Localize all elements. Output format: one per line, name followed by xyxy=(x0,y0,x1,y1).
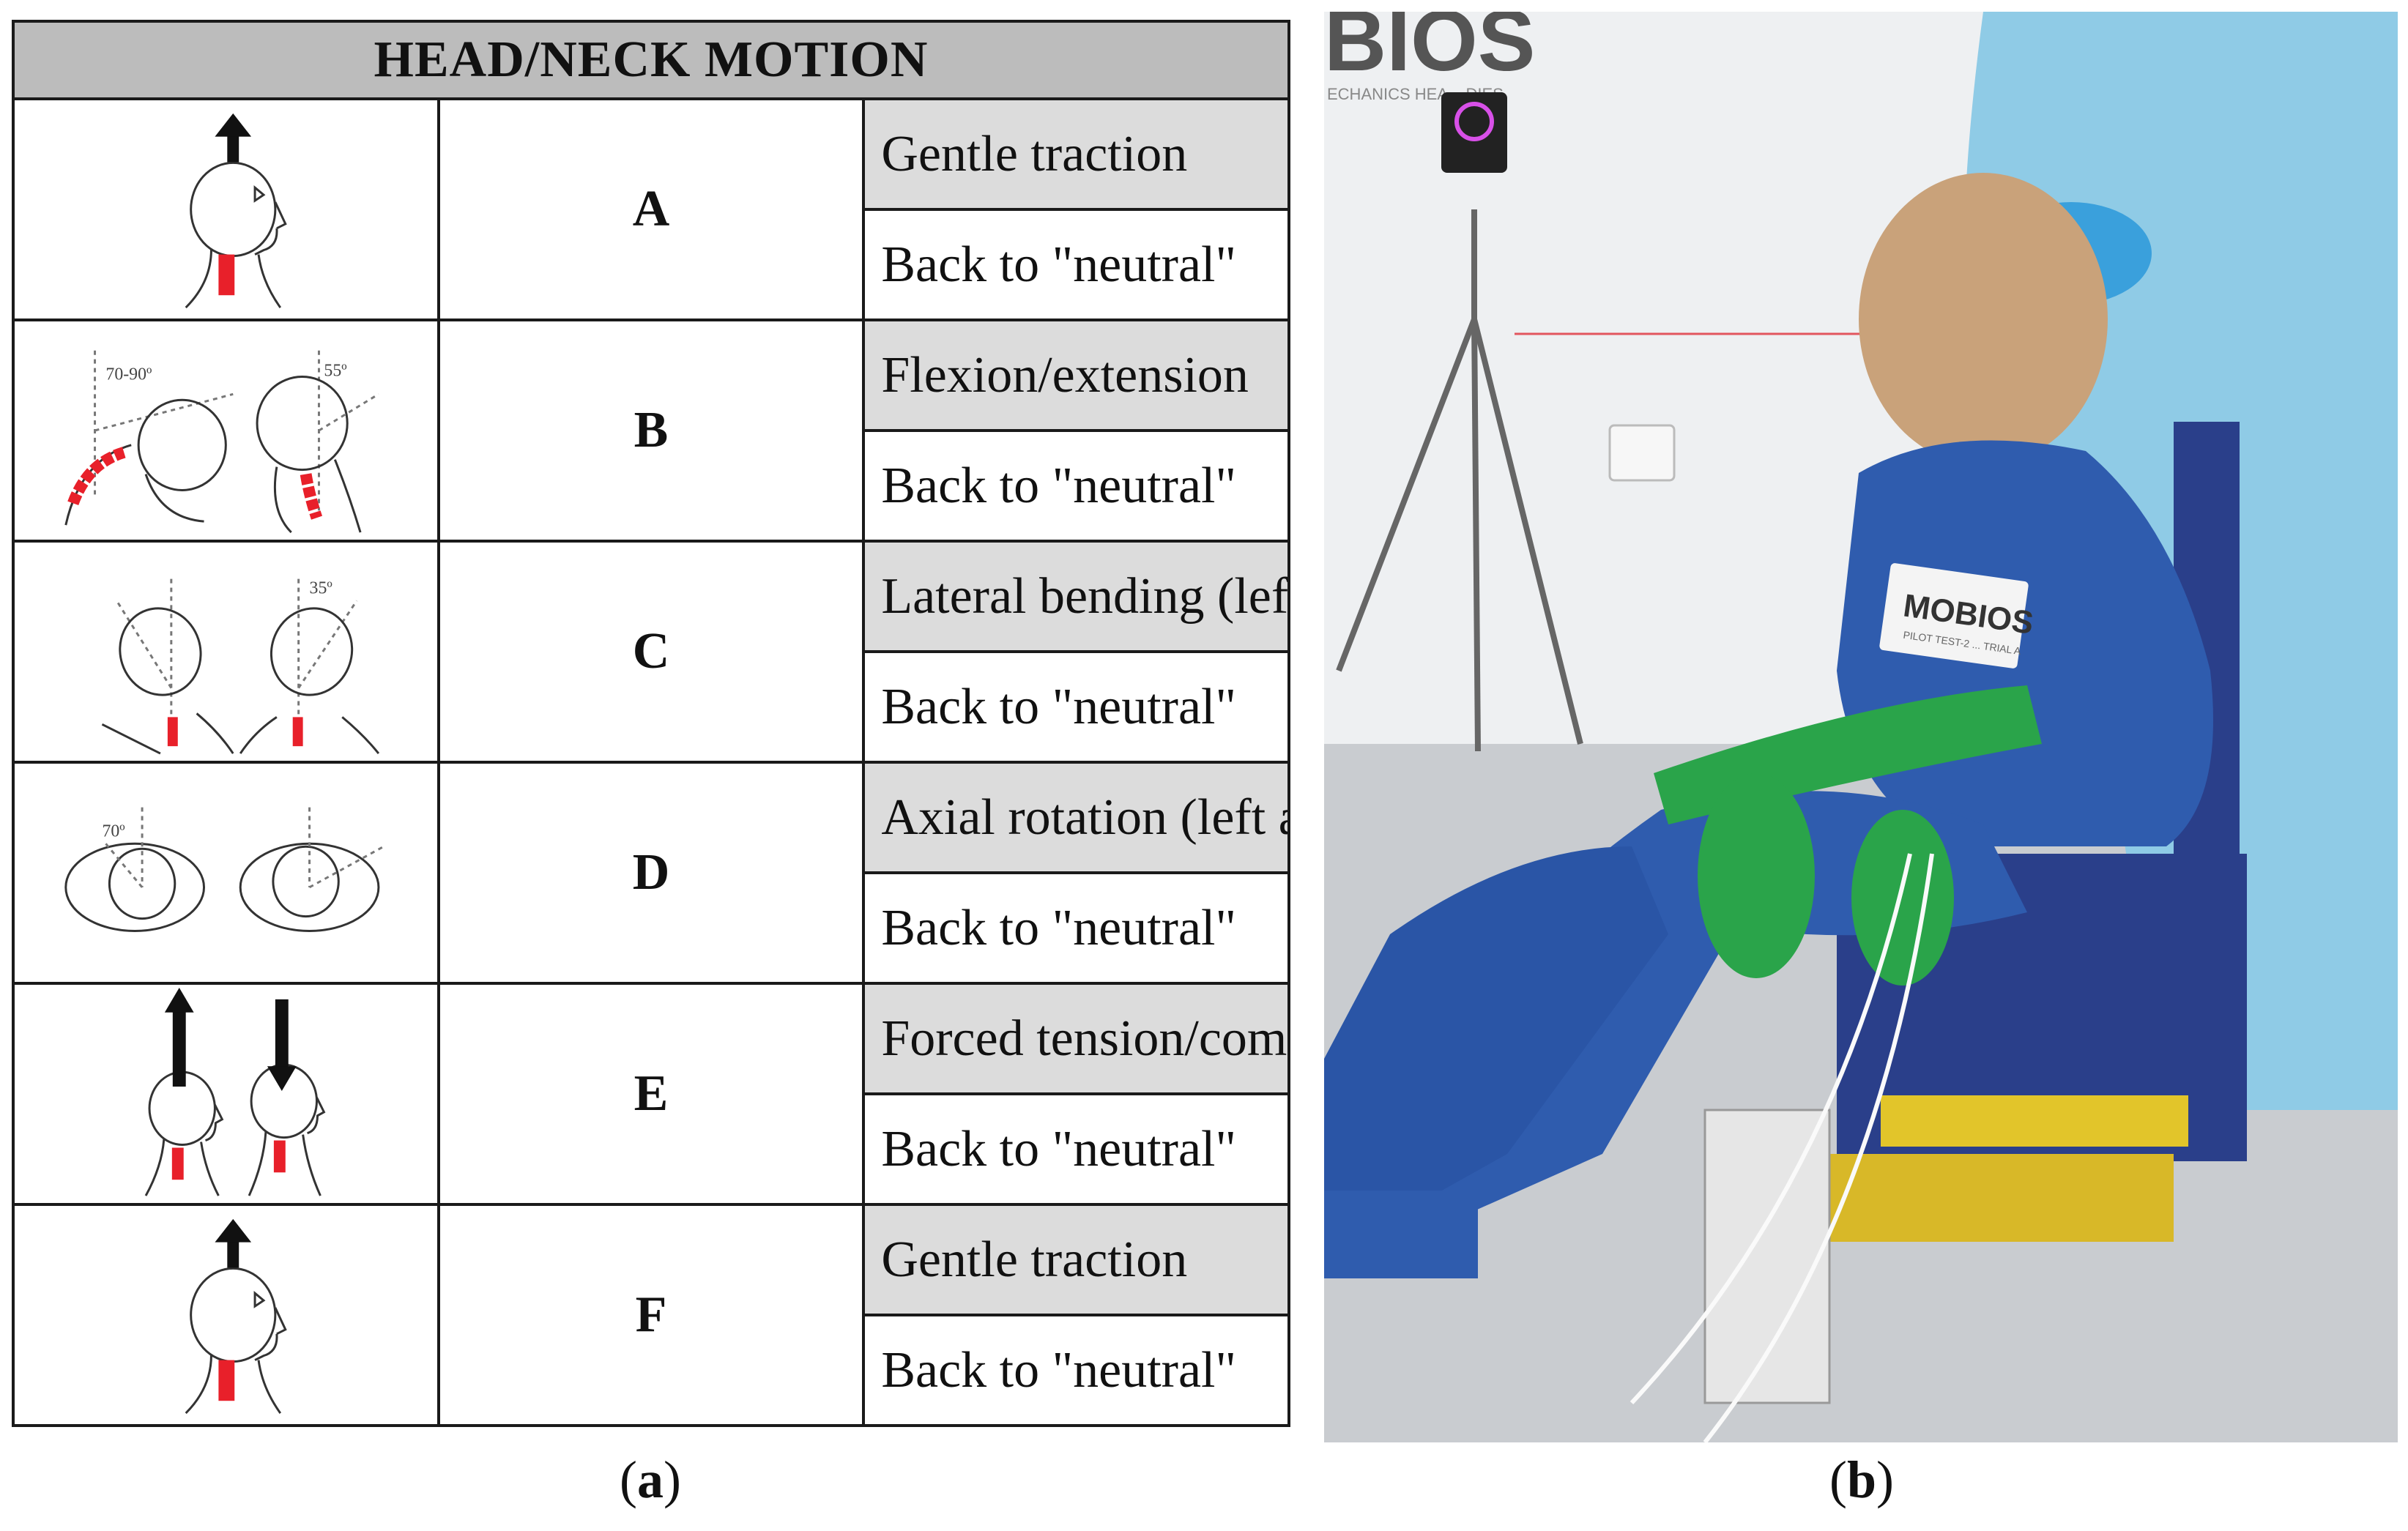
flexion-angle-label: 70-90º xyxy=(105,365,152,384)
tension-compression-icon xyxy=(12,982,440,1206)
caption-close: ) xyxy=(1876,1450,1894,1509)
motion-action: Back to "neutral" xyxy=(862,650,1290,764)
pmhs-test-photo: BIOS ECHANICS HEA... DIES xyxy=(1324,12,2398,1442)
table-row: Back to "neutral" xyxy=(13,871,1290,985)
table-row: Back to "neutral" xyxy=(13,429,1290,543)
motion-action: Back to "neutral" xyxy=(862,429,1290,543)
table-row: Back to "neutral" xyxy=(13,1092,1290,1206)
row-letter: B xyxy=(436,319,866,543)
motion-action: Lateral bending (left and right) xyxy=(862,540,1290,653)
motion-action: Gentle traction xyxy=(862,1203,1290,1316)
caption-a: (a) xyxy=(562,1450,738,1510)
table-row: 35º C Lateral bending (left and right) xyxy=(12,540,1290,764)
table-row: Back to "neutral" xyxy=(13,650,1290,764)
row-letter: C xyxy=(436,540,866,764)
row-letter: A xyxy=(436,97,866,321)
flexion-extension-icon: 70-90º 55º xyxy=(12,319,440,543)
motion-action: Forced tension/compression xyxy=(862,982,1290,1095)
caption-open: ( xyxy=(620,1450,637,1509)
table-row: Back to "neutral" xyxy=(13,1314,1290,1427)
table-row: Back to "neutral" xyxy=(13,208,1290,321)
motion-action: Back to "neutral" xyxy=(862,1314,1290,1427)
table-row: E Forced tension/compression xyxy=(12,982,1290,1206)
caption-b: (b) xyxy=(1774,1450,1950,1510)
motion-action: Back to "neutral" xyxy=(862,208,1290,321)
row-letter: D xyxy=(436,761,866,985)
rotation-angle-label: 70º xyxy=(102,822,125,841)
extension-angle-label: 55º xyxy=(324,362,346,381)
motion-action: Flexion/extension xyxy=(862,319,1290,432)
table-row: 70º D Axial rotation (left and right) xyxy=(12,761,1290,985)
row-letter: F xyxy=(436,1203,866,1427)
caption-letter: b xyxy=(1846,1450,1877,1509)
table-header: HEAD/NECK MOTION xyxy=(12,20,1290,100)
motion-action: Axial rotation (left and right) xyxy=(862,761,1290,874)
table-row: F Gentle traction xyxy=(12,1203,1290,1427)
head-traction-icon xyxy=(12,97,440,321)
lateral-bending-icon: 35º xyxy=(12,540,440,764)
motion-action: Back to "neutral" xyxy=(862,1092,1290,1206)
table-row: A Gentle traction xyxy=(12,97,1290,321)
caption-open: ( xyxy=(1829,1450,1847,1509)
motion-action: Back to "neutral" xyxy=(862,871,1290,985)
wall-logo: BIOS xyxy=(1324,12,1536,89)
axial-rotation-icon: 70º xyxy=(12,761,440,985)
table-row: 70-90º 55º B Flexion/extension xyxy=(12,319,1290,543)
head-neck-motion-table: HEAD/NECK MOTION A Gentle traction Back … xyxy=(12,20,1290,1427)
caption-close: ) xyxy=(664,1450,681,1509)
row-letter: E xyxy=(436,982,866,1206)
motion-action: Gentle traction xyxy=(862,97,1290,211)
caption-letter: a xyxy=(637,1450,664,1509)
lateral-angle-label: 35º xyxy=(310,579,332,598)
head-traction-icon xyxy=(12,1203,440,1427)
